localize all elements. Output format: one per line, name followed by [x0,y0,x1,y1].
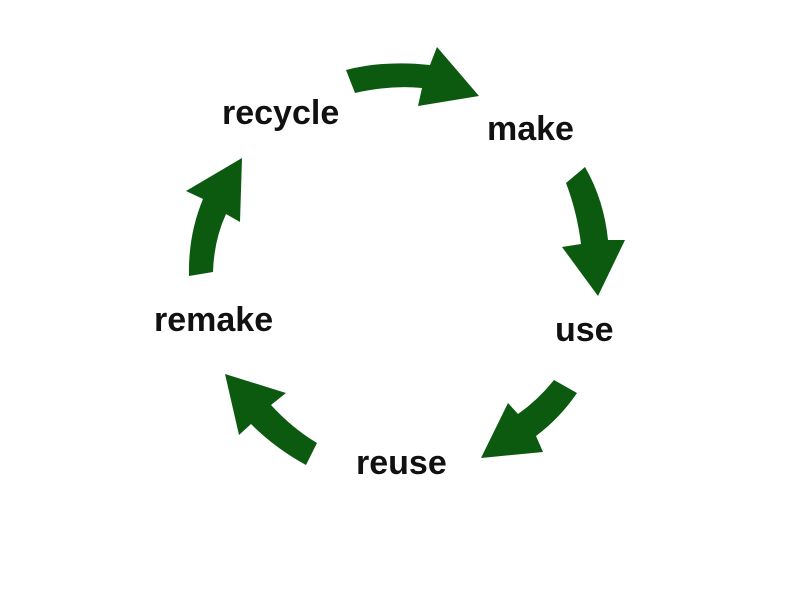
arrow-reuse-to-remake-icon [225,374,317,465]
arrow-use-to-reuse-icon [481,380,577,458]
arrow-make-to-use-icon [562,167,625,296]
step-label-reuse: reuse [356,444,447,482]
step-label-make: make [487,110,574,148]
arrow-remake-to-recycle-icon [186,158,242,276]
step-label-recycle: recycle [222,94,340,132]
step-label-remake: remake [154,301,274,339]
arrow-recycle-to-make-icon [346,47,479,106]
step-label-use: use [555,311,614,349]
